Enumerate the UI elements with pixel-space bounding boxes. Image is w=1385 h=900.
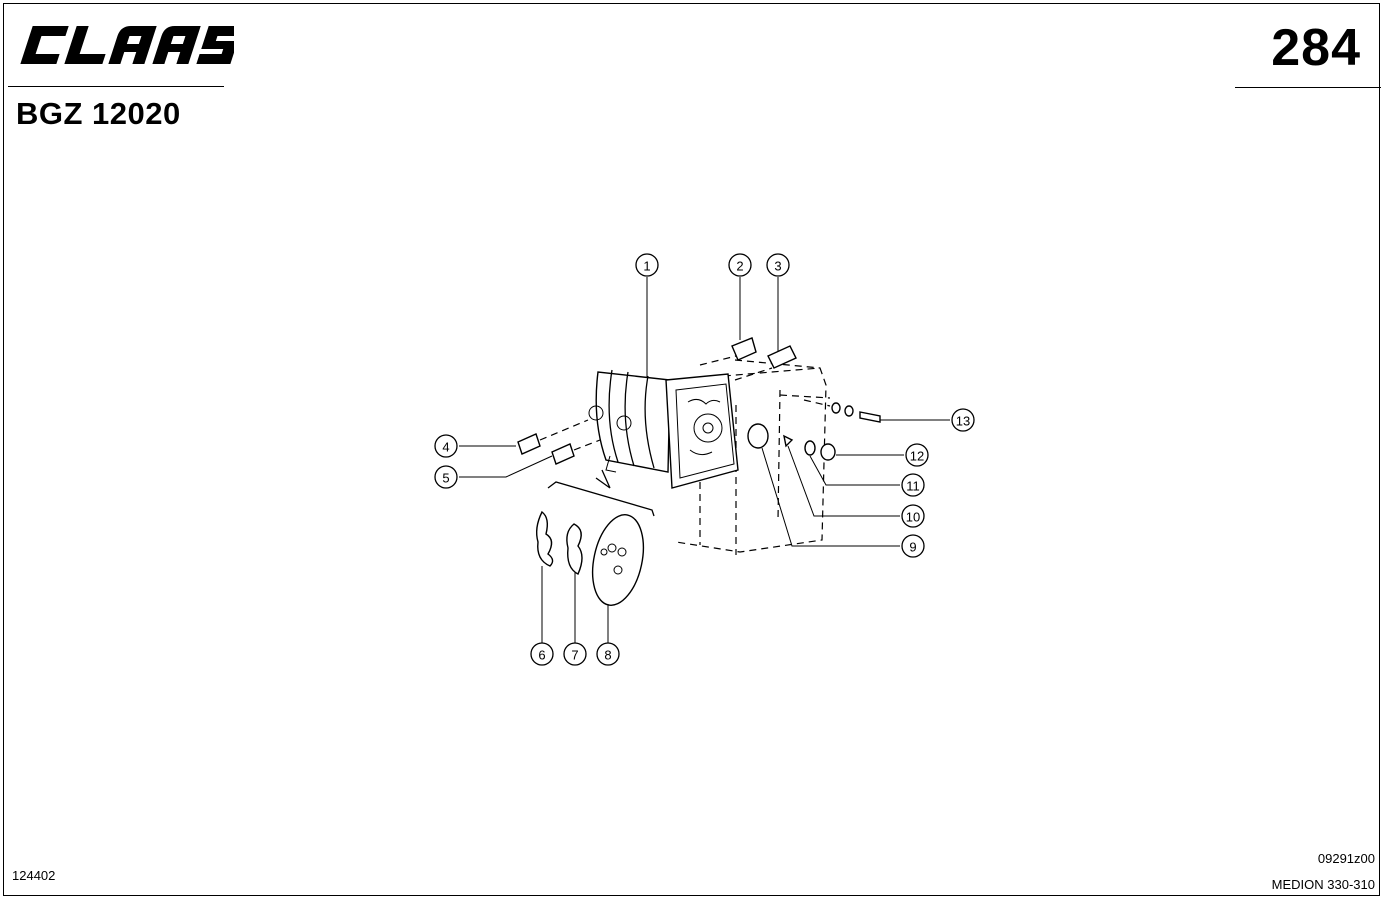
callout-circle [596, 642, 620, 666]
doc-code: BGZ 12020 [16, 96, 181, 131]
callout-number: 5 [442, 471, 449, 486]
callout-2: 2 [728, 253, 752, 277]
callout-circle [563, 642, 587, 666]
callout-7: 7 [563, 642, 587, 666]
callout-5: 5 [434, 465, 458, 489]
header-rule-right [1235, 87, 1381, 88]
callout-1: 1 [635, 253, 659, 277]
callout-13: 13 [951, 408, 975, 432]
footer-model: MEDION 330-310 [1271, 877, 1375, 892]
callout-number: 10 [906, 510, 920, 525]
seal-kit-parts-6-8 [535, 469, 655, 606]
callout-circle [901, 504, 925, 528]
callout-circle [951, 408, 975, 432]
callout-circle [635, 253, 659, 277]
callout-11: 11 [901, 473, 925, 497]
callout-4: 4 [434, 434, 458, 458]
callout-circle [728, 253, 752, 277]
leader-lines [459, 277, 950, 643]
callout-8: 8 [596, 642, 620, 666]
callout-circle [901, 473, 925, 497]
callout-circle [530, 642, 554, 666]
callout-12: 12 [905, 443, 929, 467]
callout-number: 1 [643, 259, 650, 274]
callout-number: 13 [956, 414, 970, 429]
callout-3: 3 [766, 253, 790, 277]
page-number: 284 [1271, 19, 1361, 77]
callout-number: 6 [538, 648, 545, 663]
mounting-bracket-outline [675, 359, 831, 555]
fitting-parts-4-5 [517, 419, 601, 465]
header-rule-left [8, 86, 224, 87]
callout-circle [905, 443, 929, 467]
callout-number: 8 [604, 648, 611, 663]
page-frame [3, 3, 1380, 896]
callout-6: 6 [530, 642, 554, 666]
footer-drawing-ref: 09291z00 [1317, 851, 1375, 866]
callout-number: 11 [906, 479, 920, 494]
claas-logo [20, 26, 234, 64]
callout-9: 9 [901, 534, 925, 558]
callout-circle [434, 465, 458, 489]
callout-number: 9 [909, 540, 916, 555]
shaft-parts-9-13 [747, 399, 881, 461]
callout-number: 12 [910, 449, 924, 464]
hydraulic-pump [588, 369, 739, 489]
footer-left-code: 124402 [12, 868, 56, 883]
callout-number: 4 [442, 440, 449, 455]
callout-circle [901, 534, 925, 558]
callout-10: 10 [901, 504, 925, 528]
callout-number: 2 [736, 259, 743, 274]
callout-number: 7 [571, 648, 578, 663]
callout-circle [766, 253, 790, 277]
callout-circle [434, 434, 458, 458]
fitting-parts-2-3 [699, 337, 797, 381]
callout-number: 3 [774, 259, 781, 274]
